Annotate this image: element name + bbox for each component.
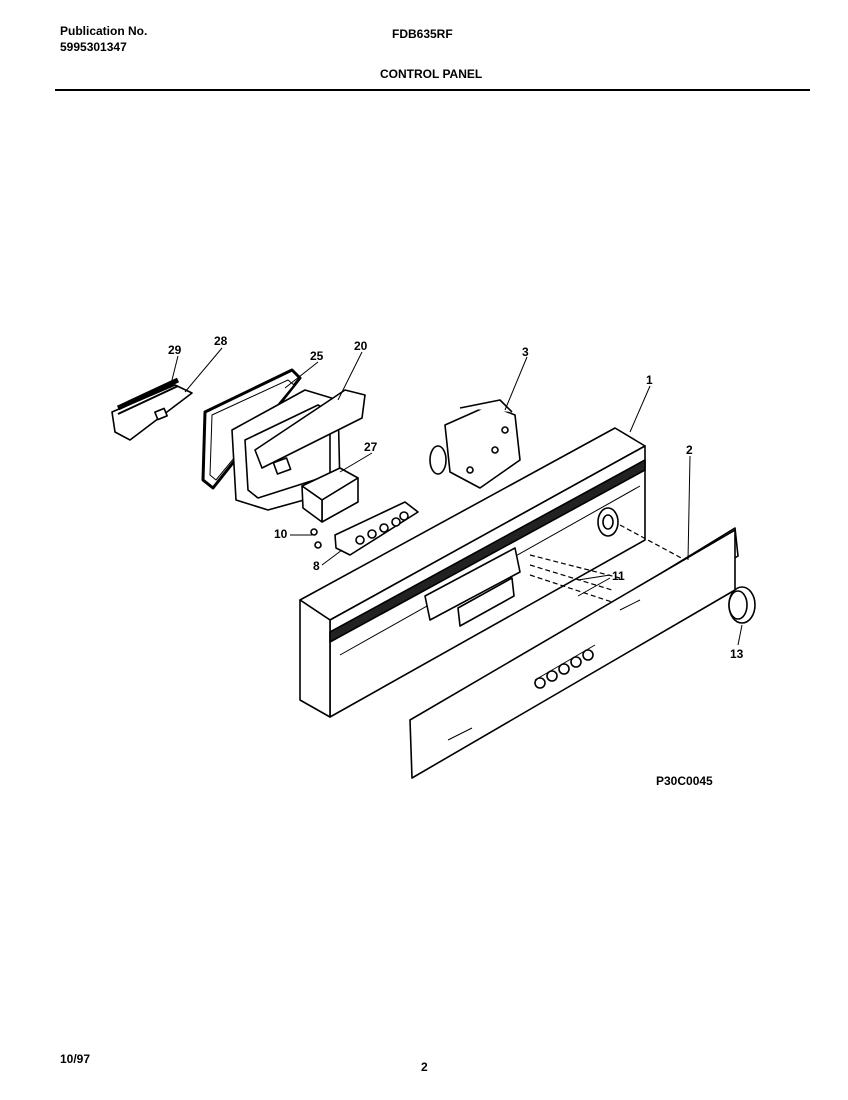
control-panel-housing [299, 427, 646, 718]
section-title: CONTROL PANEL [380, 67, 483, 81]
page-number: 2 [421, 1060, 428, 1074]
callout-20: 20 [354, 339, 368, 353]
switch-assembly [334, 501, 419, 556]
figure-code: P30C0045 [656, 774, 713, 788]
callout-1: 1 [646, 373, 653, 387]
model-number: FDB635RF [392, 27, 453, 41]
callout-13: 13 [730, 647, 744, 661]
timer-part [429, 399, 521, 489]
screws [310, 528, 322, 549]
footer-date: 10/97 [60, 1052, 91, 1066]
callout-27: 27 [364, 440, 378, 454]
callout-8: 8 [313, 559, 320, 573]
front-panel [409, 529, 736, 779]
dispenser-door [231, 389, 366, 511]
callout-10: 10 [274, 527, 288, 541]
callout-29: 29 [168, 343, 182, 357]
switch-cover [301, 467, 359, 523]
callout-25: 25 [310, 349, 324, 363]
publication-number: 5995301347 [60, 40, 127, 54]
control-knob [728, 586, 756, 624]
publication-label: Publication No. [60, 24, 148, 38]
header-divider [55, 89, 810, 91]
callout-2: 2 [686, 443, 693, 457]
callout-11: 11 [612, 569, 625, 583]
vent-part [111, 377, 193, 441]
callout-3: 3 [522, 345, 529, 359]
callout-28: 28 [214, 334, 228, 348]
